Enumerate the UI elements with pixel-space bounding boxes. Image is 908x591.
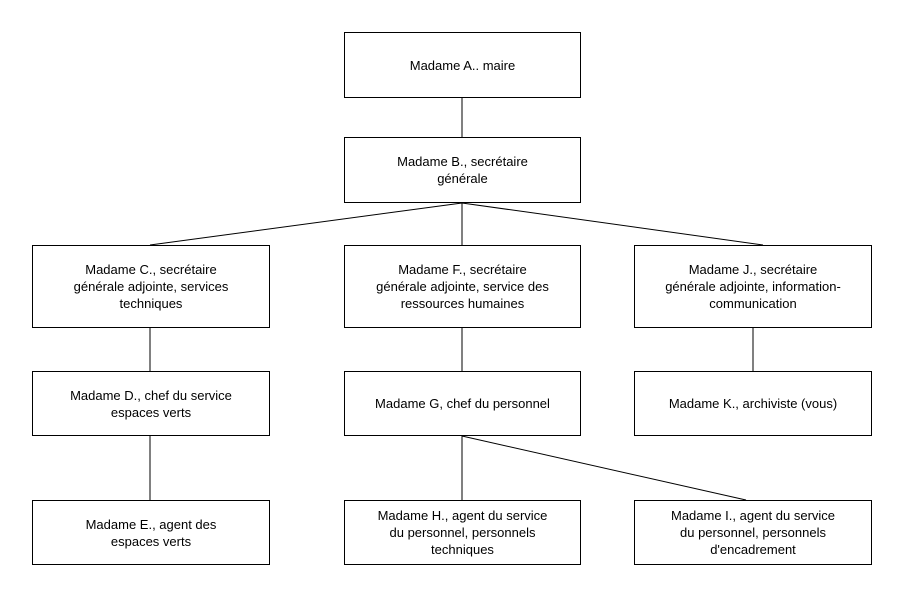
- node-label: Madame I., agent du service du personnel…: [670, 508, 836, 557]
- node-madame-d-espaces-verts: Madame D., chef du service espaces verts: [32, 371, 270, 436]
- node-madame-i-personnels-encadrement: Madame I., agent du service du personnel…: [634, 500, 872, 565]
- node-label: Madame F., secrétaire générale adjointe,…: [376, 262, 549, 311]
- node-label: Madame B., secrétaire générale: [397, 154, 528, 186]
- node-madame-j-information-communication: Madame J., secrétaire générale adjointe,…: [634, 245, 872, 328]
- node-madame-h-personnels-techniques: Madame H., agent du service du personnel…: [344, 500, 581, 565]
- edge-b-j: [461, 202, 764, 246]
- node-label: Madame E., agent des espaces verts: [85, 516, 217, 549]
- node-madame-b-secretaire-generale: Madame B., secrétaire générale: [344, 137, 581, 203]
- node-madame-g-chef-du-personnel: Madame G, chef du personnel: [344, 371, 581, 436]
- edge-g-i: [461, 435, 747, 501]
- node-label: Madame J., secrétaire générale adjointe,…: [665, 262, 841, 311]
- node-label: Madame G, chef du personnel: [375, 396, 550, 411]
- node-madame-a-maire: Madame A.. maire: [344, 32, 581, 98]
- node-madame-k-archiviste: Madame K., archiviste (vous): [634, 371, 872, 436]
- node-label: Madame H., agent du service du personnel…: [377, 508, 548, 557]
- node-label: Madame C., secrétaire générale adjointe,…: [73, 262, 229, 311]
- edge-b-c: [149, 202, 463, 246]
- node-label: Madame K., archiviste (vous): [668, 396, 838, 411]
- node-label: Madame A.. maire: [409, 57, 516, 73]
- node-madame-f-ressources-humaines: Madame F., secrétaire générale adjointe,…: [344, 245, 581, 328]
- node-madame-e-agent-espaces-verts: Madame E., agent des espaces verts: [32, 500, 270, 565]
- node-label: Madame D., chef du service espaces verts: [70, 387, 232, 420]
- node-madame-c-services-techniques: Madame C., secrétaire générale adjointe,…: [32, 245, 270, 328]
